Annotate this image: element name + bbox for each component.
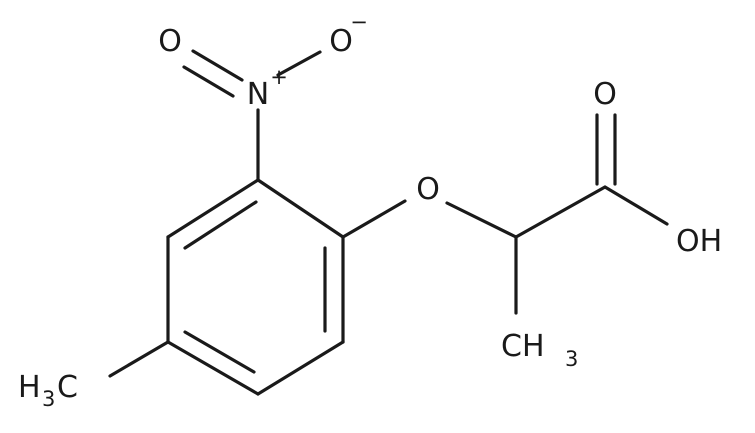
methyl-right-subscript: 3 (565, 347, 578, 371)
bond-ring-c4-c5 (166, 340, 260, 396)
bond-ring-to-methyl (108, 340, 170, 378)
charge-label-oxygen-minus: − (350, 10, 368, 34)
bond-nitrogen-to-oxygen-double-b (182, 65, 235, 98)
atom-label-hydroxyl: OH (676, 224, 722, 259)
methyl-right-main: CH (501, 329, 545, 364)
methyl-left-main: H (18, 370, 41, 405)
benzene-ring (166, 178, 345, 396)
bond-ring-to-ether-oxygen (341, 199, 407, 239)
atom-label-methyl-right: CH 3 (501, 329, 578, 371)
bond-carboxyl-to-hydroxyl (603, 185, 669, 226)
bond-ring-c6-c1 (166, 178, 260, 239)
bond-ring-c1-c2 (256, 178, 345, 239)
bond-nitrogen-to-oxygen-double-a (191, 49, 244, 82)
atom-label-nitro-oxygen-right: O (329, 24, 353, 59)
atom-label-carbonyl-oxygen: O (593, 77, 617, 112)
bond-ring-c6-c1-inner (183, 200, 258, 250)
charge-label-nitrogen-plus: + (270, 65, 288, 89)
bond-ring-c4-c5-inner (183, 330, 256, 374)
methyl-left-subscript: 3 (42, 387, 55, 411)
methyl-left-carbon: C (57, 370, 78, 405)
atom-label-methyl-left: H 3 C (18, 370, 78, 411)
bond-ether-oxygen-to-ch (445, 201, 518, 239)
atom-label-nitrogen: N (247, 77, 269, 112)
atom-label-nitro-oxygen-left: O (158, 24, 182, 59)
bond-ch-to-carboxyl-carbon (514, 185, 607, 239)
atom-label-ether-oxygen: O (416, 172, 440, 207)
bond-ring-c3-c4 (256, 340, 345, 396)
bond-nitrogen-to-oxygen-single (276, 50, 322, 77)
